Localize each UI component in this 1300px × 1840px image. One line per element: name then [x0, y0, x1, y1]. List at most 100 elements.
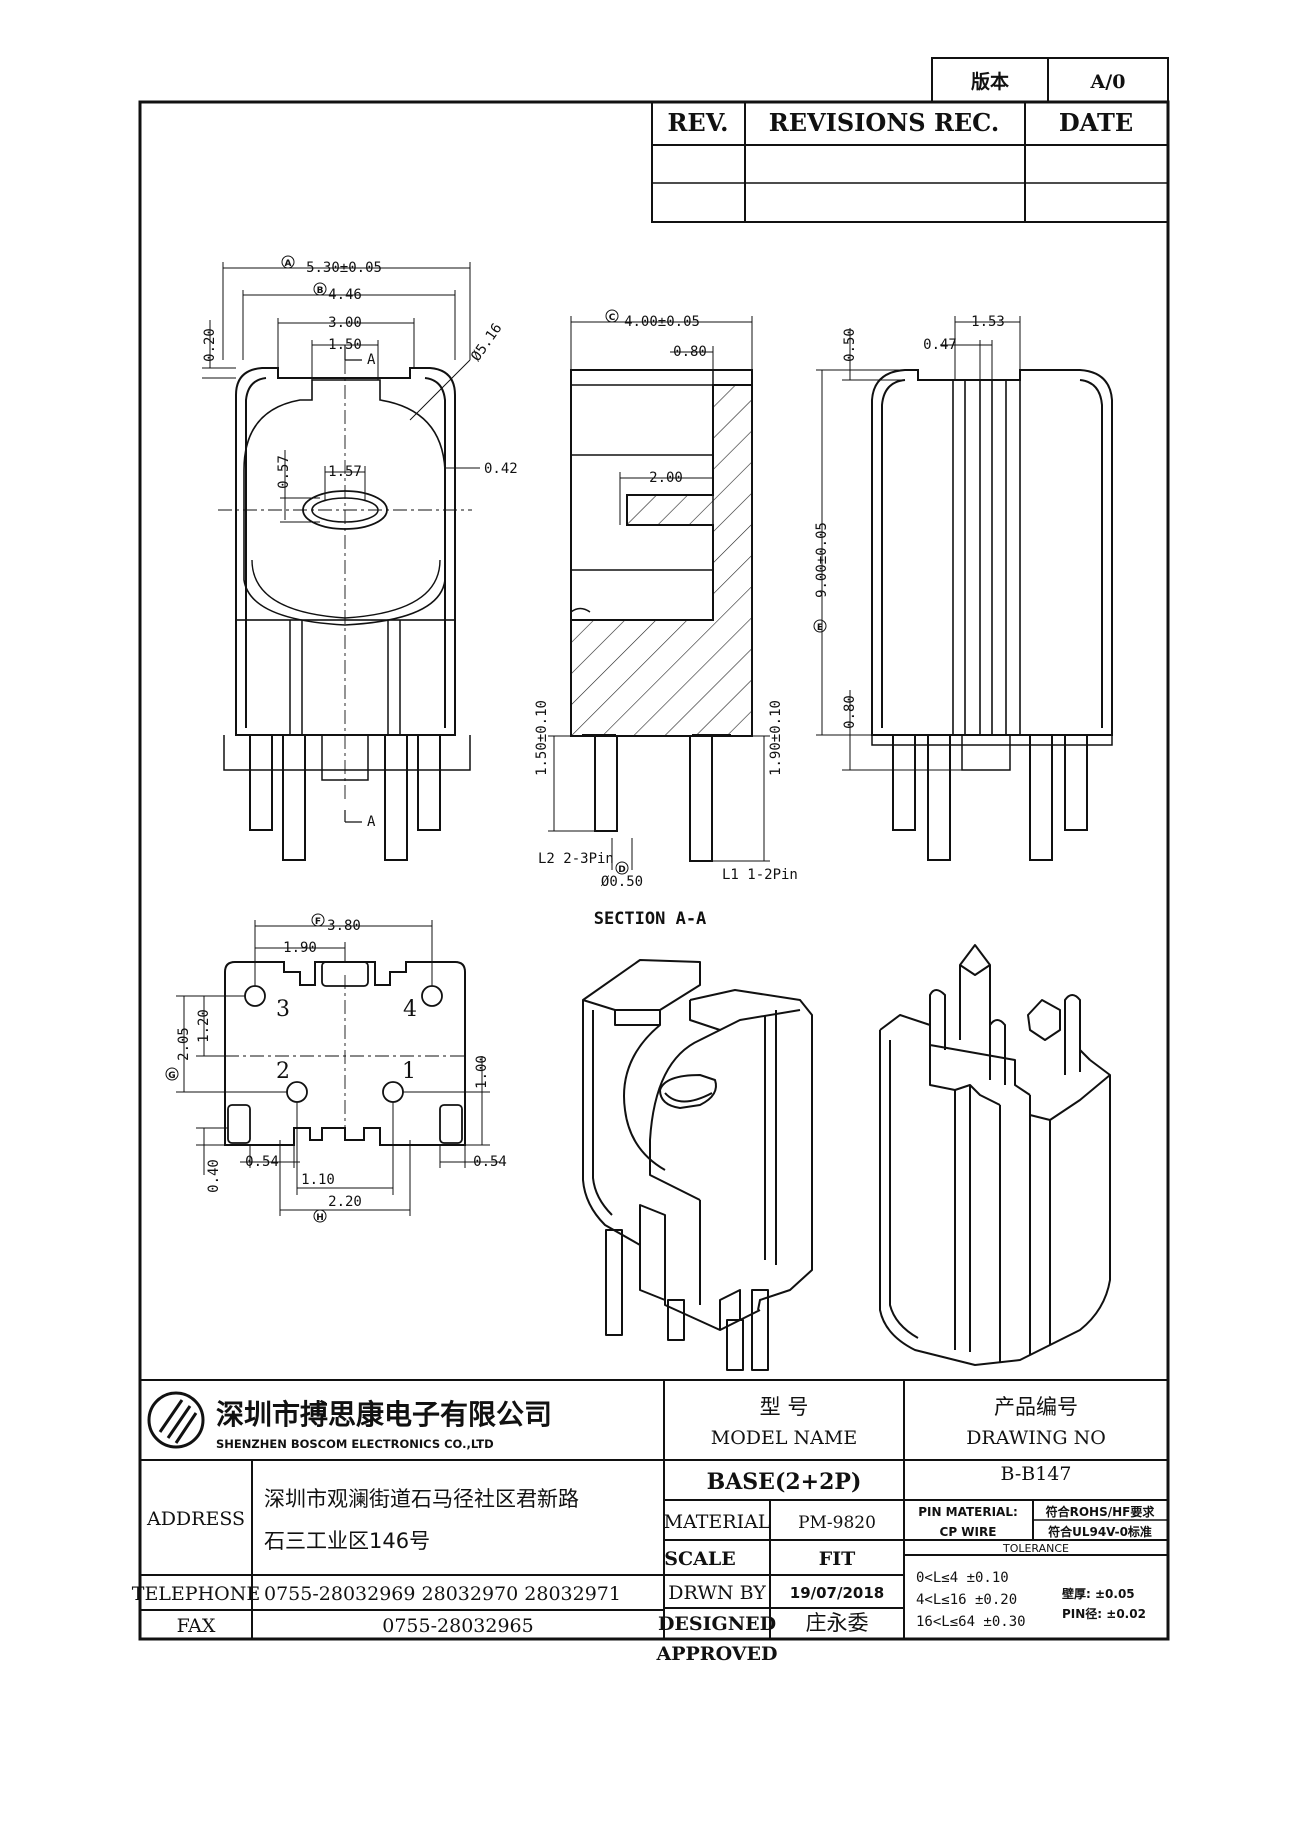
side-dim-050: 0.50 [842, 328, 858, 362]
circle-label-e [813, 619, 827, 633]
svg-text:C: C [609, 313, 616, 323]
drawing-no-cn: 产品编号 [994, 1395, 1078, 1419]
label-l1-pin: L1 1-2Pin [722, 867, 798, 883]
circle-label-g [165, 1067, 179, 1081]
version-value: A/0 [1090, 71, 1126, 93]
front-body-outline [235, 367, 456, 736]
pin-material-label: PIN MATERIAL: [918, 1505, 1018, 1519]
section-mark-top: A [367, 352, 376, 368]
section-pin-right [689, 735, 713, 862]
scale-value: FIT [819, 1548, 856, 1570]
dim-a-text: 5.30±0.05 [306, 260, 382, 276]
pin-material-value: 符合ROHS/HF要求 [1046, 1504, 1156, 1519]
designed-label: DESIGNED [658, 1613, 776, 1635]
section-view-dim-text: C 4.00±0.05 0.80 2.00 1.50±0.10 1.90±0.1… [534, 309, 798, 929]
company-name-cn: 深圳市搏思康电子有限公司 [216, 1398, 552, 1431]
address-line-1: 深圳市观澜街道石马径社区君新路 [264, 1487, 579, 1511]
section-title: SECTION A-A [594, 909, 707, 929]
svg-text:D: D [618, 865, 625, 875]
dim-150-text: 1.50 [328, 337, 362, 353]
bottom-dim-190: 1.90 [283, 940, 317, 956]
side-pin-4 [1064, 734, 1088, 831]
dim-300-text: 3.00 [328, 315, 362, 331]
circle-label-f [311, 913, 325, 927]
date-header: DATE [1059, 108, 1133, 137]
material-label: MATERIAL [664, 1511, 771, 1533]
tolerance-row-1: 0<L≤4 ±0.10 [916, 1570, 1009, 1586]
pin-label-4: 4 [403, 997, 417, 1022]
section-dim-080: 0.80 [673, 344, 707, 360]
dim-020-text: 0.20 [202, 328, 218, 362]
section-mark-bottom: A [367, 814, 376, 830]
section-pin-left [594, 735, 618, 832]
revision-table: REV. REVISIONS REC. DATE [651, 101, 1169, 223]
section-hatched-wall [570, 384, 753, 737]
side-view [871, 369, 1113, 861]
circle-label-d [615, 861, 629, 875]
side-pin-1 [892, 734, 916, 831]
front-pin-2 [282, 734, 306, 861]
front-pin-1 [249, 734, 273, 831]
cp-wire-value: 符合UL94V-0标准 [1048, 1524, 1152, 1539]
circle-label-h [313, 1209, 327, 1223]
bottom-dim-040: 0.40 [206, 1159, 222, 1193]
side-dim-153: 1.53 [971, 314, 1005, 330]
version-box: 版本 A/0 [931, 57, 1169, 103]
scale-label: SCALE [664, 1548, 735, 1570]
tolerance-row-2: 4<L≤16 ±0.20 [916, 1592, 1017, 1608]
designed-value: 庄永委 [806, 1611, 869, 1635]
cp-wire-label: CP WIRE [940, 1525, 997, 1539]
front-pin-4 [417, 734, 441, 831]
drawing-no-en: DRAWING NO [966, 1427, 1106, 1449]
model-name-cn: 型 号 [760, 1395, 809, 1419]
bottom-pin-hole-2 [286, 1081, 308, 1103]
side-dim-080: 0.80 [842, 695, 858, 729]
side-view-dim-text: 1.53 0.47 0.50 E 9.00±0.05 0.80 [813, 314, 1005, 729]
approved-label: APPROVED [655, 1643, 777, 1665]
tolerance-note-1: 壁厚: ±0.05 [1062, 1586, 1135, 1601]
section-dim-200: 2.00 [649, 470, 683, 486]
svg-text:A: A [285, 259, 292, 269]
dim-042-text: 0.42 [484, 461, 518, 477]
section-dim-190: 1.90±0.10 [768, 700, 784, 776]
bottom-pin-hole-1 [382, 1081, 404, 1103]
svg-text:H: H [316, 1213, 324, 1223]
front-inner-outline [245, 377, 267, 728]
svg-text:E: E [817, 623, 823, 633]
section-view-dims [548, 316, 770, 870]
fax-value: 0755-28032965 [382, 1615, 533, 1637]
section-dim-400: 4.00±0.05 [624, 314, 700, 330]
circle-label-c [605, 309, 619, 323]
address-label: ADDRESS [146, 1508, 245, 1530]
bottom-dim-205: 2.05 [176, 1027, 192, 1061]
front-view-dims [202, 262, 480, 523]
tolerance-note-2: PIN径: ±0.02 [1062, 1606, 1146, 1621]
section-dim-050: Ø0.50 [601, 874, 643, 890]
dim-516-text: Ø5.16 [468, 321, 505, 365]
svg-text:G: G [168, 1071, 175, 1081]
front-view-dim-text: A 5.30±0.05 B 4.46 3.00 1.50 A 0.20 Ø5.1… [202, 255, 518, 830]
bottom-dim-220: 2.20 [328, 1194, 362, 1210]
pin-label-2: 2 [276, 1059, 290, 1084]
tolerance-label: TOLERANCE [1002, 1542, 1069, 1555]
bottom-view [224, 961, 466, 1146]
title-block-text: 深圳市搏思康电子有限公司 SHENZHEN BOSCOM ELECTRONICS… [132, 1395, 1156, 1665]
bottom-dim-100: 1.00 [474, 1055, 490, 1089]
side-pin-3 [1029, 734, 1053, 861]
iso-center-post [659, 1074, 717, 1109]
title-block [140, 1379, 1168, 1639]
section-dim-150: 1.50±0.10 [534, 700, 550, 776]
isometric-view-front [582, 959, 813, 1371]
front-pin-3 [384, 734, 408, 861]
circle-label-a [281, 255, 295, 269]
drawing-no-value: B-B147 [1001, 1463, 1072, 1485]
bottom-foot-right [439, 1104, 463, 1144]
section-view [570, 369, 753, 862]
svg-text:B: B [317, 286, 324, 296]
revisions-header: REVISIONS REC. [769, 108, 999, 137]
company-name-en: SHENZHEN BOSCOM ELECTRONICS CO.,LTD [216, 1437, 494, 1451]
material-value: PM-9820 [798, 1513, 876, 1533]
isometric-view-back [879, 944, 1111, 1366]
tolerance-row-3: 16<L≤64 ±0.30 [916, 1614, 1026, 1630]
